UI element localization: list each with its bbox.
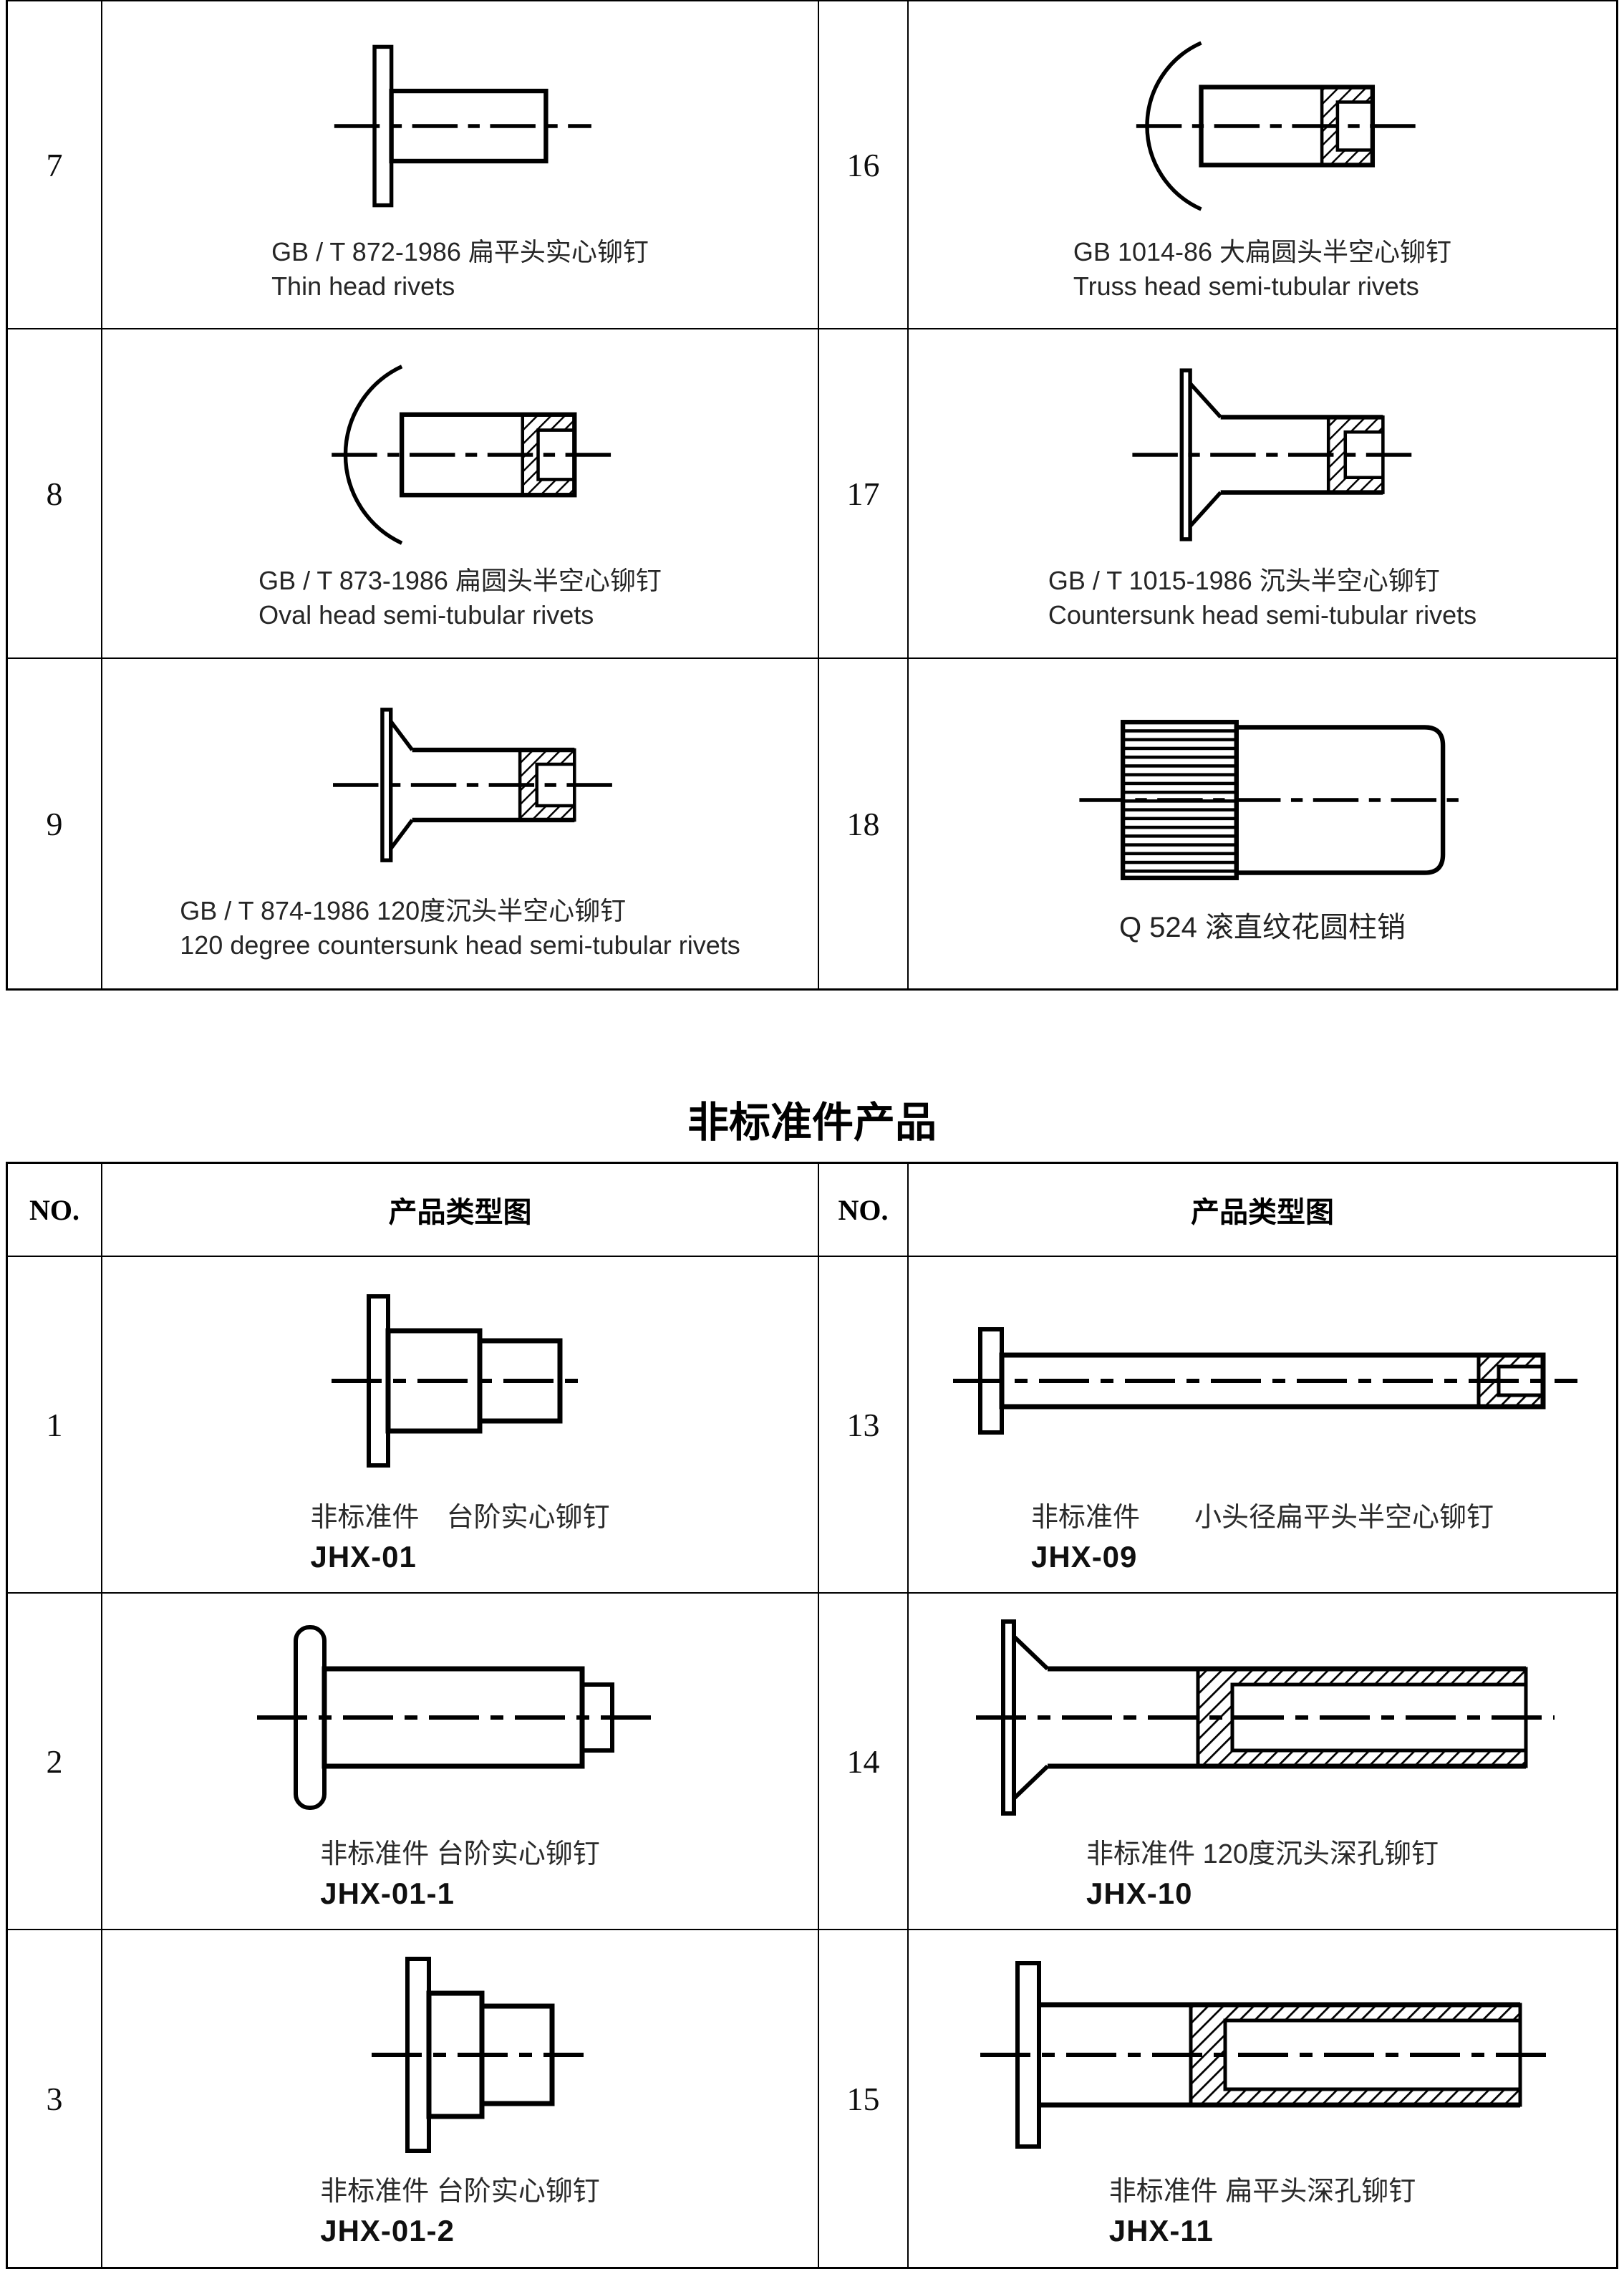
countersunk-120-head-semi-tubular-rivet-drawing: [332, 707, 617, 862]
std-row-16-cell: GB 1014-86 大扁圆头半空心铆钉 Truss head semi-tub…: [909, 1, 1616, 329]
nonstd-row-14-cell: 非标准件 120度沉头深孔铆钉 JHX-10: [909, 1594, 1616, 1930]
std-row-9-number: 9: [8, 659, 102, 988]
nonstd-row-13-number: 13: [819, 1257, 909, 1594]
header-product-type-left: 产品类型图: [102, 1164, 819, 1257]
standard-parts-table: 7 GB / T 872-1986 扁平头实心铆钉 Thin head rive…: [6, 0, 1618, 991]
std-row-9-caption: GB / T 874-1986 120度沉头半空心铆钉 120 degree c…: [180, 894, 740, 963]
countersunk-120-deep-hole-rivet-drawing: [976, 1619, 1555, 1816]
stepped-solid-rivet-short-drawing: [371, 1956, 584, 2153]
std-row-8-caption: GB / T 873-1986 扁圆头半空心铆钉 Oval head semi-…: [258, 564, 662, 632]
caption-zh: 非标准件 扁平头深孔铆钉: [1108, 2176, 1416, 2207]
std-row-16-caption: GB 1014-86 大扁圆头半空心铆钉 Truss head semi-tub…: [1073, 235, 1451, 304]
std-row-8-number: 8: [8, 329, 102, 659]
caption-en: Countersunk head semi-tubular rivets: [1048, 600, 1477, 630]
caption-zh: GB / T 873-1986 扁圆头半空心铆钉: [258, 565, 662, 595]
thin-head-solid-rivet-drawing: [334, 44, 591, 208]
header-no-right: NO.: [819, 1164, 909, 1257]
nonstd-row-3-caption: 非标准件 台阶实心铆钉 JHX-01-2: [320, 2174, 600, 2253]
nonstd-row-2-caption: 非标准件 台阶实心铆钉 JHX-01-1: [320, 1836, 600, 1915]
caption-en: 120 degree countersunk head semi-tubular…: [180, 930, 740, 960]
nonstd-row-3-number: 3: [8, 1930, 102, 2267]
std-row-18-number: 18: [819, 659, 909, 988]
std-row-9-cell: GB / T 874-1986 120度沉头半空心铆钉 120 degree c…: [102, 659, 819, 988]
std-row-7-number: 7: [8, 1, 102, 329]
std-row-17-caption: GB / T 1015-1986 沉头半空心铆钉 Countersunk hea…: [1048, 564, 1476, 632]
caption-zh: 非标准件 台阶实心铆钉: [310, 1502, 610, 1533]
oval-head-semi-tubular-rivet-drawing: [331, 364, 617, 545]
nonstd-row-1-caption: 非标准件 台阶实心铆钉 JHX-01: [310, 1500, 609, 1579]
product-code: JHX-01-1: [320, 1877, 455, 1911]
nonstd-row-15-number: 15: [819, 1930, 909, 2267]
nonstd-row-2-number: 2: [8, 1594, 102, 1930]
nonstd-row-15-cell: 非标准件 扁平头深孔铆钉 JHX-11: [909, 1930, 1616, 2267]
caption-zh: 非标准件 120度沉头深孔铆钉: [1086, 1839, 1439, 1869]
caption-zh: Q 524 滚直纹花圆柱销: [1118, 912, 1406, 944]
section-title: 非标准件产品: [687, 1099, 937, 1146]
nonstd-row-13-cell: 非标准件 小头径扁平头半空心铆钉 JHX-09: [909, 1257, 1616, 1594]
std-row-7-caption: GB / T 872-1986 扁平头实心铆钉 Thin head rivets: [271, 235, 649, 304]
stepped-solid-rivet-oval-head-drawing: [256, 1624, 651, 1810]
std-row-17-cell: GB / T 1015-1986 沉头半空心铆钉 Countersunk hea…: [909, 329, 1616, 659]
caption-zh: GB / T 874-1986 120度沉头半空心铆钉: [180, 895, 627, 925]
nonstd-row-1-cell: 非标准件 台阶实心铆钉 JHX-01: [102, 1257, 819, 1594]
product-code: JHX-01: [310, 1540, 417, 1574]
std-row-18-cell: Q 524 滚直纹花圆柱销: [909, 659, 1616, 988]
flat-head-deep-hole-rivet-drawing: [980, 1960, 1549, 2149]
nonstd-row-1-number: 1: [8, 1257, 102, 1594]
product-code: JHX-11: [1108, 2214, 1214, 2248]
std-row-8-cell: GB / T 873-1986 扁圆头半空心铆钉 Oval head semi-…: [102, 329, 819, 659]
nonstd-row-15-caption: 非标准件 扁平头深孔铆钉 JHX-11: [1109, 2174, 1416, 2253]
truss-head-semi-tubular-rivet-drawing: [1136, 41, 1417, 211]
std-row-7-cell: GB / T 872-1986 扁平头实心铆钉 Thin head rivets: [102, 1, 819, 329]
caption-en: Oval head semi-tubular rivets: [258, 600, 594, 630]
caption-zh: 非标准件 小头径扁平头半空心铆钉: [1030, 1502, 1494, 1533]
product-code: JHX-09: [1030, 1540, 1138, 1574]
product-code: JHX-01-2: [320, 2214, 455, 2248]
caption-zh: 非标准件 台阶实心铆钉: [320, 2176, 600, 2207]
nonstd-row-2-cell: 非标准件 台阶实心铆钉 JHX-01-1: [102, 1594, 819, 1930]
caption-zh: GB / T 872-1986 扁平头实心铆钉: [271, 236, 649, 266]
caption-zh: GB / T 1015-1986 沉头半空心铆钉: [1048, 565, 1440, 595]
std-row-16-number: 16: [819, 1, 909, 329]
nonstd-row-14-number: 14: [819, 1594, 909, 1930]
stepped-solid-rivet-drawing: [331, 1294, 589, 1468]
nonstd-row-14-caption: 非标准件 120度沉头深孔铆钉 JHX-10: [1086, 1836, 1439, 1915]
straight-knurled-cylindrical-pin-drawing: [1079, 720, 1459, 881]
product-code: JHX-10: [1086, 1877, 1193, 1911]
nonstd-row-3-cell: 非标准件 台阶实心铆钉 JHX-01-2: [102, 1930, 819, 2267]
caption-en: Truss head semi-tubular rivets: [1073, 271, 1419, 301]
std-row-17-number: 17: [819, 329, 909, 659]
header-product-type-right: 产品类型图: [909, 1164, 1616, 1257]
small-head-flat-semi-tubular-rivet-drawing: [953, 1326, 1577, 1435]
nonstd-row-13-caption: 非标准件 小头径扁平头半空心铆钉 JHX-09: [1031, 1500, 1494, 1579]
std-row-18-caption: Q 524 滚直纹花圆柱销: [1119, 909, 1406, 948]
caption-en: Thin head rivets: [271, 271, 455, 301]
nonstandard-parts-table: NO. 产品类型图 NO. 产品类型图 1 非标准件 台阶实心铆钉 JHX-01…: [6, 1162, 1618, 2269]
countersunk-head-semi-tubular-rivet-drawing: [1132, 368, 1421, 541]
caption-zh: 非标准件 台阶实心铆钉: [320, 1839, 600, 1869]
caption-zh: GB 1014-86 大扁圆头半空心铆钉: [1073, 236, 1452, 266]
header-no-left: NO.: [8, 1164, 102, 1257]
